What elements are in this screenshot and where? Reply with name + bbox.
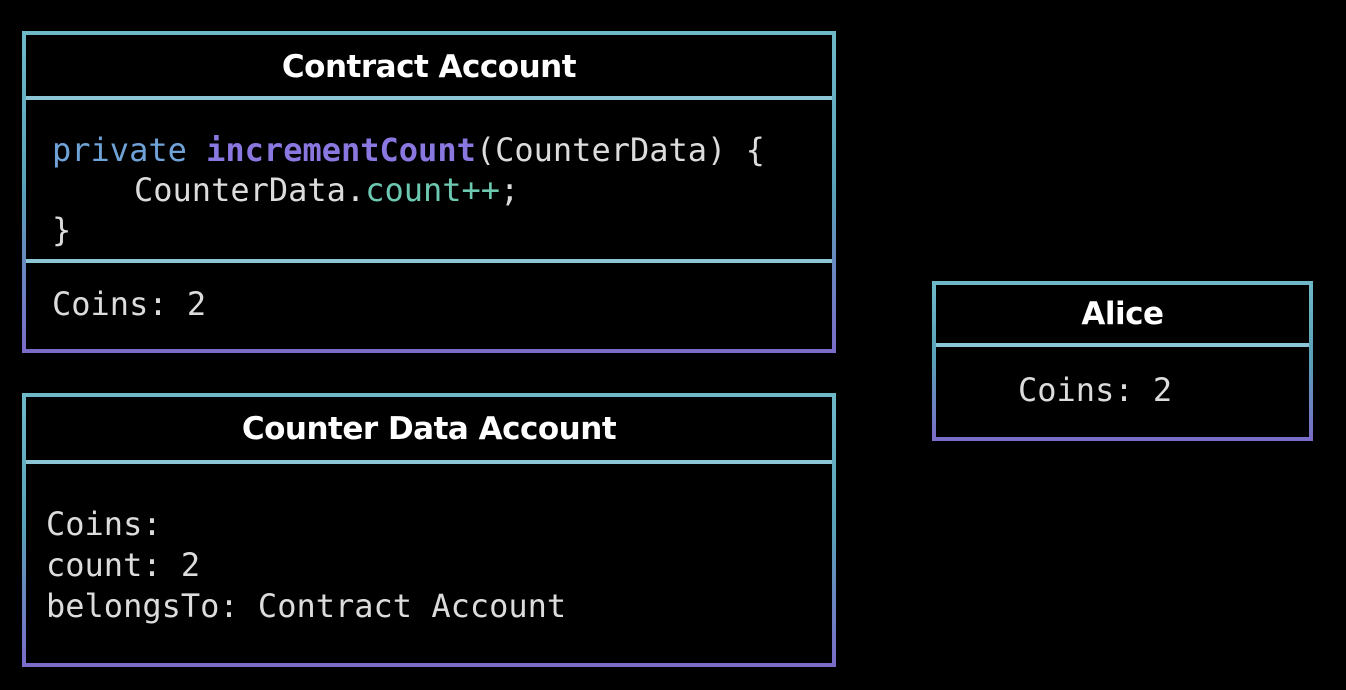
alice-title: Alice xyxy=(1081,296,1164,332)
code-line-end: ; xyxy=(500,171,520,209)
code-line-2: CounterData.count++; xyxy=(134,171,519,209)
contract-account-box: Contract Account private incrementCount(… xyxy=(22,31,836,353)
contract-account-title: Contract Account xyxy=(281,49,577,85)
alice-title-divider xyxy=(936,343,1309,347)
code-property: count++ xyxy=(365,171,501,209)
counter-data-belongs-to: belongsTo: Contract Account xyxy=(46,587,567,625)
contract-account-coins: Coins: 2 xyxy=(52,285,207,323)
counter-data-coins: Coins: xyxy=(46,505,162,543)
counter-data-account-box: Counter Data Account Coins: count: 2 bel… xyxy=(22,393,836,667)
contract-account-title-divider xyxy=(26,96,832,100)
code-function-name: incrementCount xyxy=(206,131,476,169)
contract-account-code-divider xyxy=(26,259,832,263)
alice-coins: Coins: 2 xyxy=(1018,371,1173,409)
code-line-1: private incrementCount(CounterData) { xyxy=(52,131,765,169)
counter-data-account-title: Counter Data Account xyxy=(241,411,617,447)
counter-data-account-title-divider xyxy=(26,460,832,464)
alice-box: Alice Coins: 2 xyxy=(932,281,1313,441)
counter-data-count: count: 2 xyxy=(46,546,201,584)
code-object: CounterData. xyxy=(134,171,366,209)
code-closing-brace: } xyxy=(52,211,72,249)
code-params: (CounterData) { xyxy=(475,131,765,169)
code-keyword: private xyxy=(52,131,187,169)
code-line-3: } xyxy=(52,211,71,249)
